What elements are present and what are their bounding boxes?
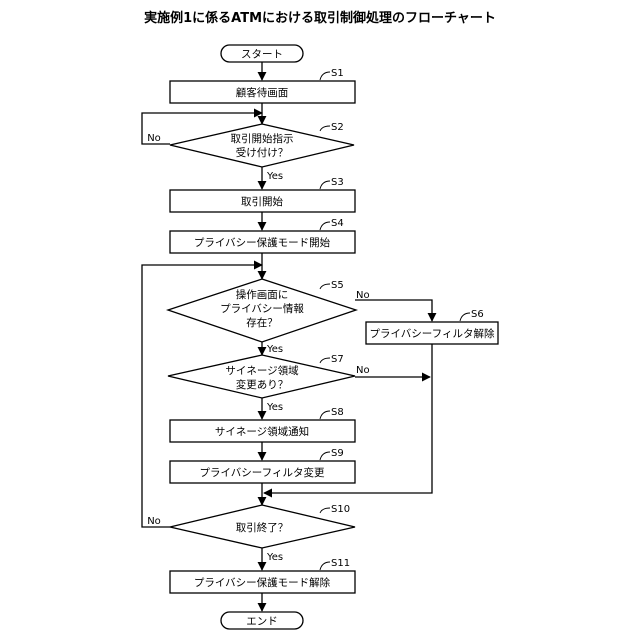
- step-s1-id: S1: [331, 68, 344, 79]
- end-terminal: エンド: [221, 612, 303, 629]
- decision-s10-id: S10: [331, 504, 350, 515]
- decision-s10-no-label: No: [147, 516, 161, 527]
- decision-s7-line2: 変更あり？: [236, 378, 289, 391]
- step-s4-id: S4: [331, 218, 344, 229]
- decision-s2-line2: 受け付け？: [236, 146, 289, 159]
- decision-s7: サイネージ領域 変更あり？ S7 No Yes: [168, 354, 370, 413]
- decision-s2-id: S2: [331, 122, 344, 133]
- decision-s5-yes-label: Yes: [266, 344, 283, 355]
- start-label: スタート: [241, 49, 283, 61]
- decision-s10: 取引終了？ S10 No Yes: [147, 504, 355, 563]
- step-s9-id: S9: [331, 448, 344, 459]
- step-s8-id: S8: [331, 407, 344, 418]
- step-s3-text: 取引開始: [241, 195, 283, 208]
- end-label: エンド: [246, 616, 278, 628]
- step-s9-text: プライバシーフィルタ変更: [200, 466, 325, 479]
- decision-s2-yes-label: Yes: [266, 171, 283, 182]
- decision-s2-no-label: No: [147, 133, 161, 144]
- decision-s5-line2: プライバシー情報: [220, 302, 304, 315]
- step-s8-text: サイネージ領域通知: [215, 425, 309, 438]
- decision-s7-id: S7: [331, 354, 344, 365]
- decision-s5-line1: 操作画面に: [236, 288, 289, 301]
- step-s4-text: プライバシー保護モード開始: [194, 236, 331, 249]
- figure-title: 実施例1に係るATMにおける取引制御処理のフローチャート: [144, 10, 496, 26]
- step-s3-id: S3: [331, 177, 344, 188]
- step-s11-id: S11: [331, 558, 350, 569]
- decision-s10-text: 取引終了？: [236, 521, 289, 534]
- decision-s5-no-label: No: [356, 290, 370, 301]
- decision-s10-yes-label: Yes: [266, 552, 283, 563]
- decision-s7-no-label: No: [356, 365, 370, 376]
- step-s11-text: プライバシー保護モード解除: [194, 576, 331, 589]
- start-terminal: スタート: [221, 45, 303, 62]
- step-s1-text: 顧客待画面: [236, 86, 289, 99]
- decision-s2-line1: 取引開始指示: [231, 132, 294, 145]
- step-s6-text: プライバシーフィルタ解除: [370, 327, 495, 340]
- decision-s7-yes-label: Yes: [266, 402, 283, 413]
- decision-s2: 取引開始指示 受け付け？ S2 No Yes: [147, 122, 354, 182]
- step-s6-id: S6: [471, 309, 484, 320]
- decision-s5: 操作画面に プライバシー情報 存在？ S5 No Yes: [168, 279, 370, 355]
- decision-s5-id: S5: [331, 280, 344, 291]
- decision-s5-line3: 存在？: [246, 316, 278, 329]
- decision-s7-line1: サイネージ領域: [225, 364, 299, 377]
